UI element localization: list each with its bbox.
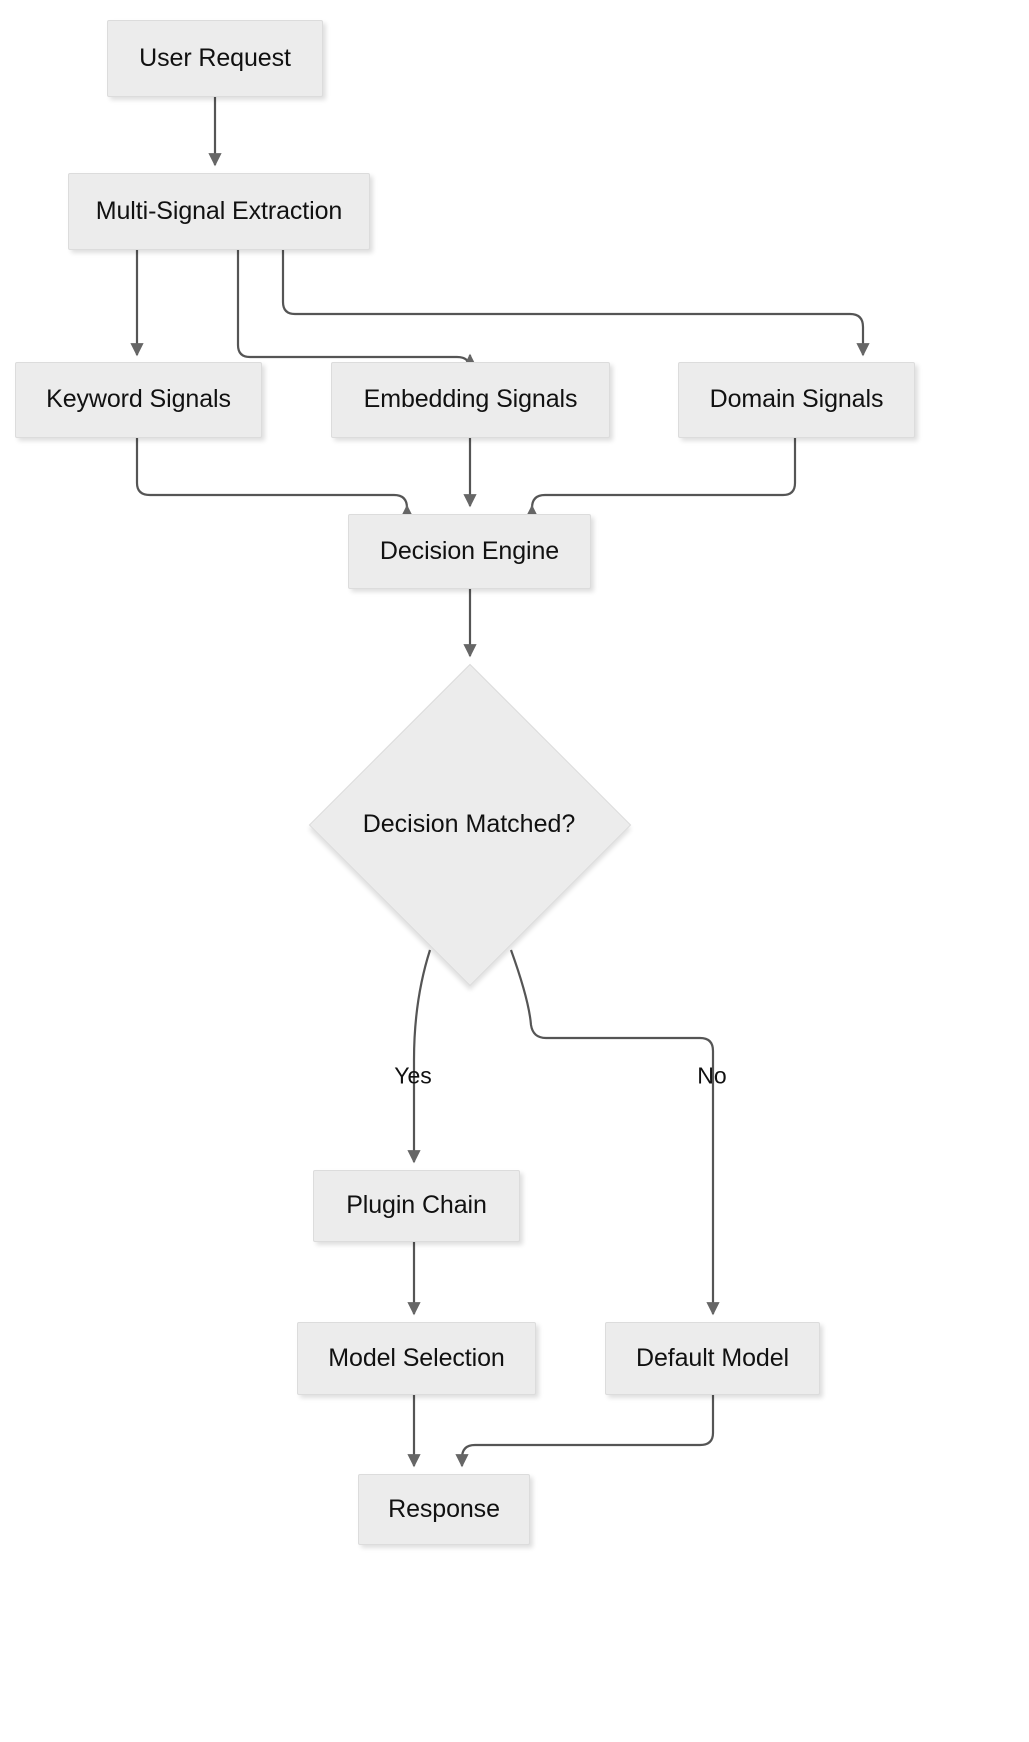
node-embedding-signals[interactable]: Embedding Signals xyxy=(331,362,610,438)
node-domain-signals-label: Domain Signals xyxy=(709,385,884,414)
node-decision-engine-label: Decision Engine xyxy=(379,536,560,565)
node-decision-matched-label: Decision Matched? xyxy=(362,809,576,838)
edge-domain-signals-to-decision-engine xyxy=(525,438,797,518)
node-multi-signal-extraction[interactable]: Multi-Signal Extraction xyxy=(68,173,370,250)
node-decision-engine[interactable]: Decision Engine xyxy=(348,514,591,589)
edge-multi-signal-to-embedding-signals xyxy=(236,250,477,370)
node-keyword-signals-label: Keyword Signals xyxy=(46,385,231,414)
node-default-model-label: Default Model xyxy=(636,1343,789,1372)
node-response[interactable]: Response xyxy=(358,1474,530,1545)
edge-label-yes: Yes xyxy=(394,1062,432,1089)
edge-keyword-signals-to-decision-engine xyxy=(135,438,414,518)
node-model-selection[interactable]: Model Selection xyxy=(297,1322,536,1395)
node-response-label: Response xyxy=(388,1494,500,1523)
node-plugin-chain-label: Plugin Chain xyxy=(346,1191,487,1220)
node-domain-signals[interactable]: Domain Signals xyxy=(678,362,915,438)
edge-label-no: No xyxy=(697,1062,727,1089)
edge-default-model-to-response xyxy=(455,1395,715,1468)
edge-multi-signal-to-domain-signals xyxy=(281,250,870,357)
node-plugin-chain[interactable]: Plugin Chain xyxy=(313,1170,520,1242)
node-keyword-signals[interactable]: Keyword Signals xyxy=(15,362,262,438)
node-decision-matched[interactable]: Decision Matched? xyxy=(308,663,632,987)
node-multi-signal-extraction-label: Multi-Signal Extraction xyxy=(95,196,343,225)
edge-decision-matched-no-to-default-model xyxy=(509,949,720,1316)
node-user-request-label: User Request xyxy=(139,43,291,72)
node-default-model[interactable]: Default Model xyxy=(605,1322,820,1395)
node-user-request[interactable]: User Request xyxy=(107,20,323,97)
node-embedding-signals-label: Embedding Signals xyxy=(363,385,578,414)
node-model-selection-label: Model Selection xyxy=(328,1343,505,1372)
